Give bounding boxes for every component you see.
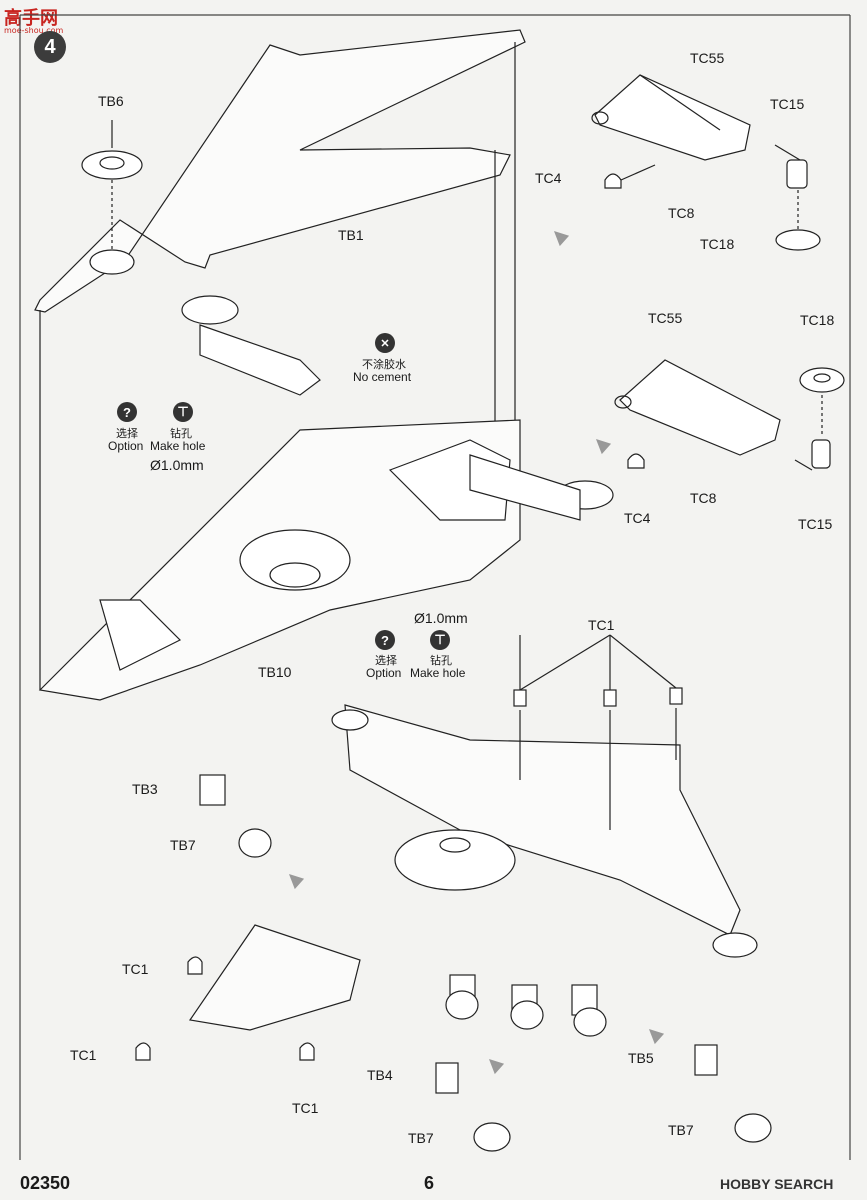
part-tb6-drawing	[81, 120, 143, 275]
label-tc1-top: TC1	[588, 617, 615, 633]
label-tc18-top: TC18	[700, 236, 735, 252]
label-tc55-mid: TC55	[648, 310, 683, 326]
part-tb1-drawing	[34, 29, 526, 313]
option-icon: ?	[117, 402, 137, 422]
make-hole-en-2: Make hole	[410, 666, 466, 680]
option-cn-1: 选择	[116, 427, 138, 440]
make-hole-en-1: Make hole	[150, 439, 206, 453]
no-cement-icon: ✕	[375, 333, 395, 353]
tb10-left-arm	[181, 295, 321, 396]
option-en-2: Option	[366, 666, 402, 680]
label-tb10: TB10	[258, 664, 292, 680]
lower-frame-drawing	[188, 704, 758, 1031]
label-tc8-mid: TC8	[690, 490, 717, 506]
watermark-logo: 高手网	[4, 8, 58, 29]
option-cn-2: 选择	[375, 654, 397, 667]
label-tc1-a: TC1	[122, 961, 149, 977]
brand-watermark: HOBBY SEARCH	[720, 1176, 834, 1192]
label-tb5: TB5	[628, 1050, 654, 1066]
part-tc4-top-drawing	[604, 164, 656, 189]
diameter-1: Ø1.0mm	[150, 457, 204, 473]
drill-icon: ⊤	[173, 402, 193, 422]
no-cement-en: No cement	[353, 370, 412, 384]
option-en-1: Option	[108, 439, 144, 453]
label-tc1-b: TC1	[70, 1047, 97, 1063]
diameter-2: Ø1.0mm	[414, 610, 468, 626]
part-tc15-top-drawing	[774, 144, 821, 251]
part-tc55-mid-drawing	[614, 359, 781, 456]
watermark-url: moe-shou.com	[4, 26, 64, 35]
label-tc55-top: TC55	[690, 50, 725, 66]
part-tc1-drawings	[135, 634, 683, 1061]
option-icon-2: ?	[375, 630, 395, 650]
make-hole-cn-2: 钻孔	[430, 654, 452, 667]
label-tc8-top: TC8	[668, 205, 695, 221]
product-code: 02350	[20, 1173, 71, 1193]
step-number: 4	[34, 31, 66, 63]
no-cement-cn: 不涂胶水	[362, 358, 406, 371]
label-tb6: TB6	[98, 93, 124, 109]
label-tb7-b: TB7	[408, 1130, 434, 1146]
label-tc4-top: TC4	[535, 170, 562, 186]
make-hole-cn-1: 钻孔	[170, 427, 192, 440]
drill-icon-2: ⊤	[430, 630, 450, 650]
label-tb1: TB1	[338, 227, 364, 243]
part-tc55-top-drawing	[591, 74, 751, 161]
label-tc15-top: TC15	[770, 96, 805, 112]
part-tc4-mid-drawing	[627, 453, 645, 469]
label-tb7-a: TB7	[170, 837, 196, 853]
page-number: 6	[424, 1173, 435, 1193]
label-tc4-mid: TC4	[624, 510, 651, 526]
wheel-units-drawing	[199, 774, 772, 1152]
part-tc18-mid-drawing	[794, 367, 845, 471]
label-tc18-mid: TC18	[800, 312, 835, 328]
label-tc15-mid: TC15	[798, 516, 833, 532]
tb10-right-arm	[469, 454, 614, 521]
label-tb7-c: TB7	[668, 1122, 694, 1138]
label-tb3: TB3	[132, 781, 158, 797]
label-tc1-c: TC1	[292, 1100, 319, 1116]
label-tb4: TB4	[367, 1067, 393, 1083]
